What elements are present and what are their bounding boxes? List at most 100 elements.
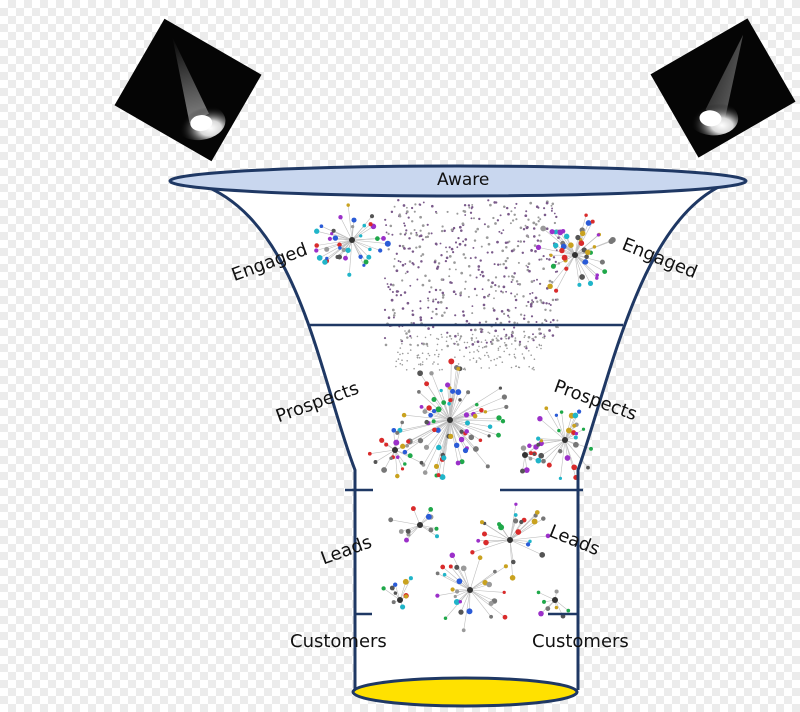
network-node: [579, 230, 586, 237]
network-node: [426, 223, 429, 226]
network-node: [525, 234, 529, 238]
network-node: [487, 424, 493, 429]
network-node: [484, 339, 487, 342]
network-node: [539, 299, 542, 302]
network-node: [424, 381, 430, 387]
network-node: [539, 552, 546, 558]
network-node: [428, 279, 431, 282]
network-node: [543, 207, 546, 210]
network-node: [515, 280, 519, 283]
network-node: [478, 321, 481, 324]
network-node: [424, 236, 428, 239]
network-node: [466, 608, 473, 615]
network-node: [488, 600, 494, 607]
network-node: [401, 244, 405, 248]
network-node: [413, 228, 416, 232]
network-node: [510, 275, 514, 278]
network-node: [536, 442, 541, 447]
network-edge: [541, 439, 566, 456]
network-node: [459, 335, 462, 338]
network-nodes: [314, 198, 616, 633]
network-node: [553, 212, 556, 215]
network-node: [421, 253, 425, 256]
network-node: [502, 312, 506, 316]
network-edge: [369, 449, 396, 454]
network-node: [438, 353, 440, 356]
network-node: [505, 206, 509, 210]
network-node: [437, 262, 441, 265]
network-node: [397, 351, 399, 354]
network-node: [469, 257, 472, 260]
network-edge: [555, 254, 576, 291]
network-node: [395, 294, 398, 297]
network-node: [393, 312, 396, 315]
network-node: [477, 268, 480, 271]
network-node: [572, 252, 578, 258]
network-edge: [509, 539, 531, 542]
network-node: [418, 235, 421, 238]
network-node: [488, 356, 490, 358]
network-node: [564, 455, 571, 461]
network-node: [486, 251, 489, 254]
network-node: [429, 371, 434, 376]
network-node: [421, 361, 424, 363]
network-node: [436, 337, 438, 340]
network-node: [545, 257, 548, 260]
network-node: [362, 223, 367, 228]
network-node: [425, 342, 429, 346]
network-node: [503, 275, 506, 278]
network-edge: [426, 419, 451, 448]
network-node: [473, 341, 476, 343]
network-node: [452, 290, 456, 294]
network-node: [537, 216, 540, 219]
network-node: [399, 232, 402, 236]
network-node: [432, 325, 435, 329]
network-node: [404, 594, 409, 599]
network-node: [435, 427, 441, 433]
network-node: [536, 590, 541, 595]
network-node: [543, 337, 546, 339]
network-node: [540, 258, 543, 261]
network-node: [469, 211, 473, 214]
network-node: [405, 332, 408, 335]
network-node: [571, 464, 578, 471]
network-node: [367, 451, 372, 456]
network-node: [460, 565, 467, 572]
network-node: [540, 344, 543, 347]
network-edge: [469, 589, 492, 617]
network-node: [448, 564, 453, 569]
network-node: [474, 256, 477, 259]
network-node: [504, 259, 508, 263]
network-node: [513, 321, 516, 324]
network-edge: [437, 589, 471, 596]
network-node: [332, 235, 339, 241]
network-node: [384, 343, 388, 347]
network-node: [425, 358, 428, 360]
stage-label-aware: Aware: [437, 170, 490, 190]
network-node: [419, 363, 422, 365]
network-node: [592, 245, 597, 249]
network-node: [385, 224, 388, 227]
network-node: [425, 513, 432, 520]
network-node: [387, 248, 390, 251]
network-node: [532, 337, 534, 340]
network-node: [386, 283, 389, 285]
network-node: [528, 350, 530, 352]
network-node: [516, 244, 520, 248]
network-node: [516, 322, 519, 325]
network-node: [457, 363, 460, 365]
network-edge: [449, 419, 463, 462]
network-node: [458, 225, 462, 229]
network-node: [338, 215, 343, 220]
network-node: [385, 231, 388, 234]
network-node: [523, 240, 526, 243]
network-node: [381, 235, 386, 241]
network-node: [409, 334, 412, 338]
network-node: [552, 597, 558, 603]
network-edge: [472, 539, 511, 553]
network-node: [471, 343, 475, 346]
network-node: [467, 204, 471, 207]
network-node: [510, 249, 514, 253]
network-node: [553, 221, 557, 225]
network-node: [514, 348, 517, 350]
